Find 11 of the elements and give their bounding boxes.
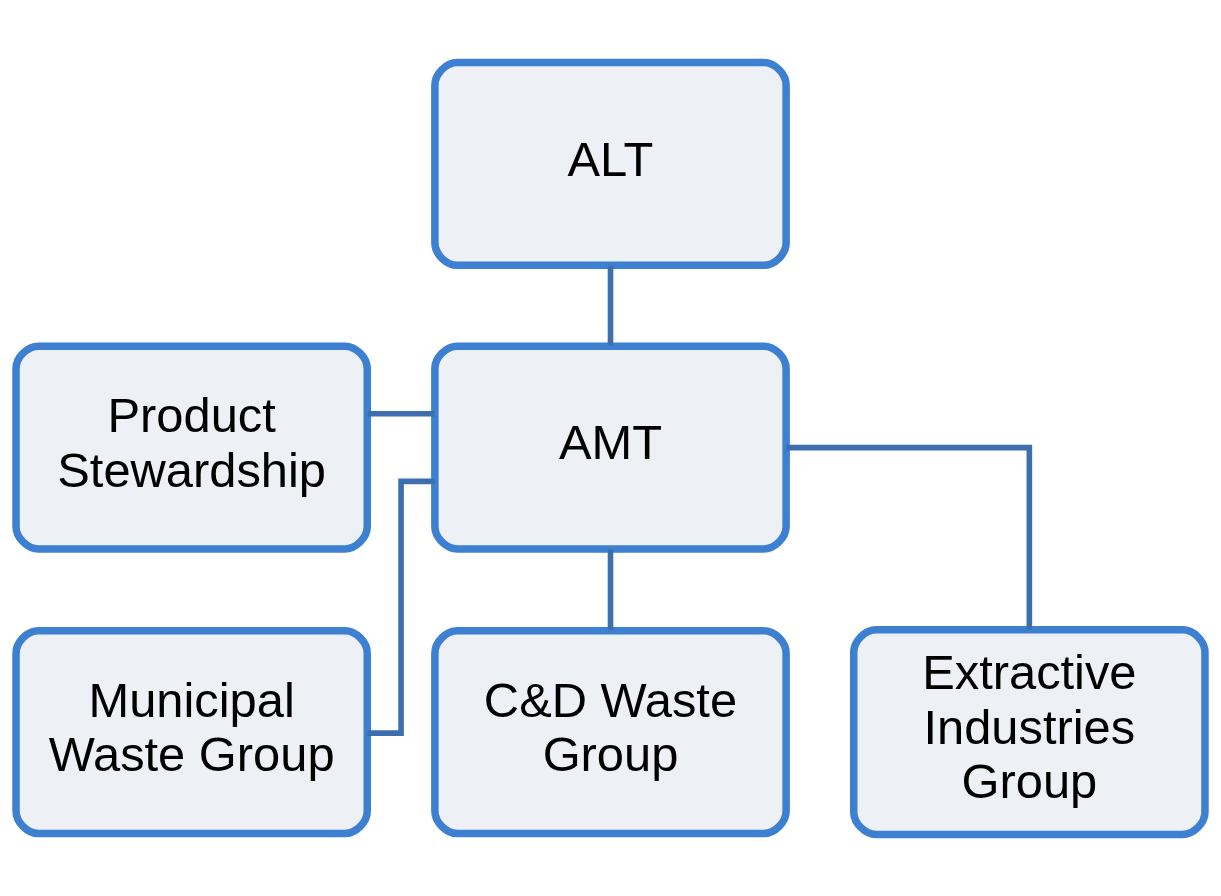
connector <box>367 410 435 417</box>
node-box: Extractive Industries Group <box>850 625 1209 838</box>
node-box: C&D Waste Group <box>431 626 790 837</box>
connector <box>786 444 1033 629</box>
connector <box>607 549 614 630</box>
connector <box>367 478 435 736</box>
node-box: AMT <box>431 341 790 553</box>
node-box: Product Stewardship <box>12 341 371 553</box>
node-box: Municipal Waste Group <box>12 626 371 837</box>
connector <box>607 265 614 346</box>
node-box: ALT <box>431 58 790 269</box>
